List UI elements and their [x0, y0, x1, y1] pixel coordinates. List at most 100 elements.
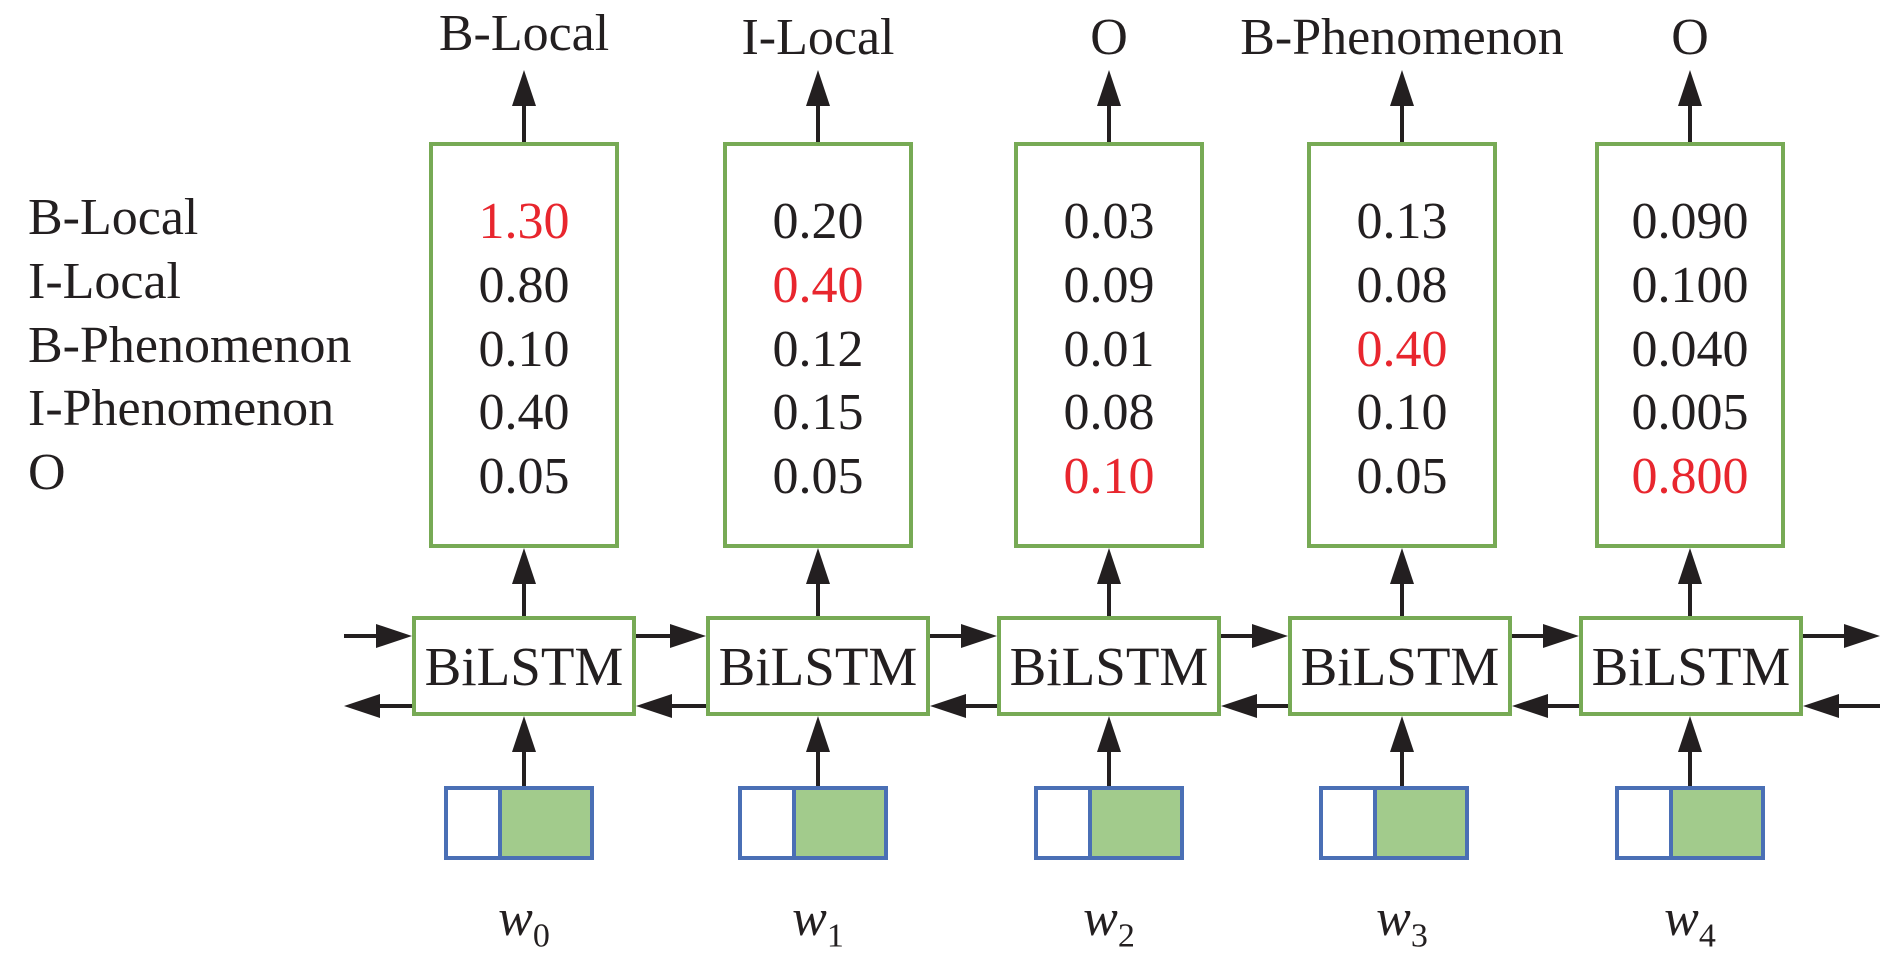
- score-i-phenomenon: 0.005: [1631, 384, 1749, 441]
- word-token: w3: [1376, 893, 1428, 953]
- score-i-phenomenon: 0.15: [772, 384, 864, 441]
- score-box: 0.03 0.09 0.01 0.08 0.10: [1014, 142, 1204, 548]
- arrow-head: [512, 548, 536, 584]
- bilstm-cell: BiLSTM: [412, 616, 636, 716]
- word-token: w1: [792, 893, 844, 953]
- score-box: 1.30 0.80 0.10 0.40 0.05: [429, 142, 619, 548]
- row-label-i-phenomenon: I-Phenomenon: [28, 380, 335, 437]
- score-box: 0.20 0.40 0.12 0.15 0.05: [723, 142, 913, 548]
- score-b-phenomenon: 0.40: [1356, 321, 1448, 378]
- embedding-segment-filled: [796, 786, 888, 860]
- row-label-i-local: I-Local: [28, 253, 182, 310]
- score-b-local: 0.03: [1063, 193, 1155, 250]
- embedding-segment-filled: [1377, 786, 1469, 860]
- word-embedding: [1034, 786, 1184, 860]
- word-subscript: 0: [532, 917, 550, 955]
- arrow-head: [636, 694, 672, 718]
- arrow-head: [930, 694, 966, 718]
- score-b-local: 0.090: [1631, 193, 1749, 250]
- word-letter: w: [1664, 890, 1699, 947]
- output-tag: B-Phenomenon: [1240, 9, 1564, 66]
- arrow-head: [1097, 716, 1121, 752]
- score-i-phenomenon: 0.40: [478, 384, 570, 441]
- arrow-head: [670, 624, 706, 648]
- word-token: w4: [1664, 893, 1716, 953]
- word-token: w0: [498, 893, 550, 953]
- word-subscript: 2: [1117, 917, 1135, 955]
- score-i-local: 0.100: [1631, 257, 1749, 314]
- score-b-local: 0.13: [1356, 193, 1448, 250]
- arrow-head: [1390, 548, 1414, 584]
- score-i-local: 0.40: [772, 257, 864, 314]
- arrow-head: [1678, 716, 1702, 752]
- arrow-head: [1252, 624, 1288, 648]
- word-embedding: [1319, 786, 1469, 860]
- word-letter: w: [1083, 890, 1118, 947]
- arrow-head: [1097, 70, 1121, 106]
- output-tag: O: [1671, 9, 1709, 66]
- word-letter: w: [792, 890, 827, 947]
- score-box: 0.13 0.08 0.40 0.10 0.05: [1307, 142, 1497, 548]
- score-o: 0.800: [1631, 448, 1749, 505]
- arrow-head: [806, 548, 830, 584]
- score-o: 0.05: [772, 448, 864, 505]
- score-b-local: 0.20: [772, 193, 864, 250]
- score-box: 0.090 0.100 0.040 0.005 0.800: [1595, 142, 1785, 548]
- score-o: 0.05: [478, 448, 570, 505]
- score-b-phenomenon: 0.12: [772, 321, 864, 378]
- output-tag: I-Local: [741, 9, 895, 66]
- word-subscript: 3: [1410, 917, 1428, 955]
- arrow-head: [1097, 548, 1121, 584]
- word-subscript: 1: [826, 917, 844, 955]
- bilstm-cell: BiLSTM: [997, 616, 1221, 716]
- embedding-segment-filled: [1673, 786, 1765, 860]
- embedding-segment-empty: [738, 786, 796, 860]
- word-subscript: 4: [1698, 917, 1716, 955]
- score-o: 0.10: [1063, 448, 1155, 505]
- bilstm-cell: BiLSTM: [1579, 616, 1803, 716]
- embedding-segment-empty: [1615, 786, 1673, 860]
- score-o: 0.05: [1356, 448, 1448, 505]
- arrow-head: [1803, 694, 1839, 718]
- arrow-head: [1543, 624, 1579, 648]
- score-b-phenomenon: 0.10: [478, 321, 570, 378]
- arrow-head: [806, 70, 830, 106]
- score-b-phenomenon: 0.040: [1631, 321, 1749, 378]
- row-label-o: O: [28, 444, 66, 501]
- word-token: w2: [1083, 893, 1135, 953]
- output-tag: O: [1090, 9, 1128, 66]
- embedding-segment-empty: [444, 786, 502, 860]
- embedding-segment-empty: [1319, 786, 1377, 860]
- score-b-local: 1.30: [478, 193, 570, 250]
- score-i-phenomenon: 0.10: [1356, 384, 1448, 441]
- output-tag: B-Local: [438, 5, 610, 62]
- embedding-segment-empty: [1034, 786, 1092, 860]
- embedding-segment-filled: [1092, 786, 1184, 860]
- score-i-local: 0.08: [1356, 257, 1448, 314]
- word-letter: w: [498, 890, 533, 947]
- arrow-head: [1221, 694, 1257, 718]
- word-embedding: [1615, 786, 1765, 860]
- bilstm-cell: BiLSTM: [1288, 616, 1512, 716]
- arrow-head: [961, 624, 997, 648]
- arrow-head: [1390, 70, 1414, 106]
- arrow-head: [806, 716, 830, 752]
- bilstm-cell: BiLSTM: [706, 616, 930, 716]
- score-i-phenomenon: 0.08: [1063, 384, 1155, 441]
- row-label-b-phenomenon: B-Phenomenon: [28, 317, 352, 374]
- arrow-head: [1390, 716, 1414, 752]
- score-i-local: 0.09: [1063, 257, 1155, 314]
- arrow-head: [1512, 694, 1548, 718]
- embedding-segment-filled: [502, 786, 594, 860]
- row-label-b-local: B-Local: [28, 189, 199, 246]
- arrow-head: [1678, 70, 1702, 106]
- score-b-phenomenon: 0.01: [1063, 321, 1155, 378]
- arrow-head: [376, 624, 412, 648]
- score-i-local: 0.80: [478, 257, 570, 314]
- arrow-head: [1678, 548, 1702, 584]
- arrow-head: [344, 694, 380, 718]
- arrow-head: [512, 70, 536, 106]
- arrow-head: [1844, 624, 1880, 648]
- word-embedding: [738, 786, 888, 860]
